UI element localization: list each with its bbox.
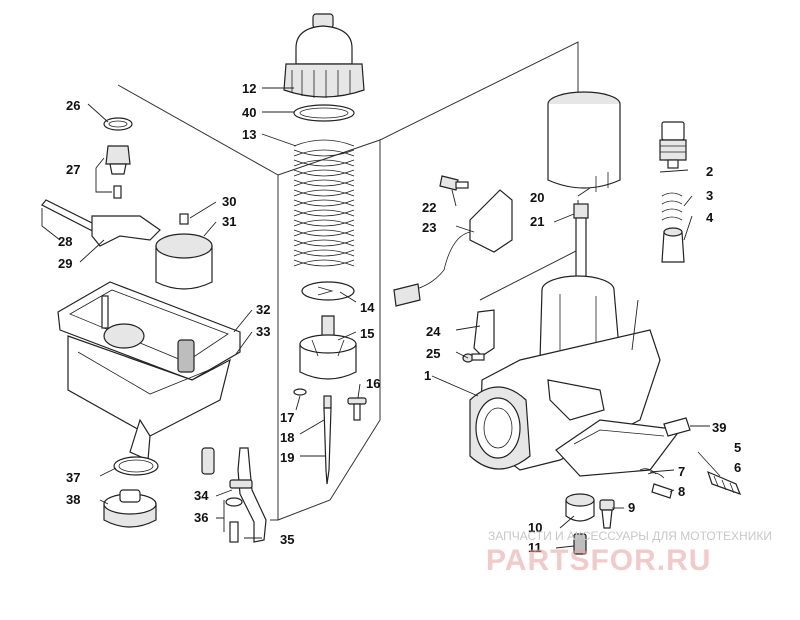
cable-adjuster (573, 203, 589, 279)
needle-jet-10-11 (565, 493, 595, 555)
drain-hose (225, 447, 267, 543)
cap-o-ring (293, 104, 355, 122)
air-screw-7-8 (639, 468, 673, 499)
callout-12: 12 (242, 81, 256, 96)
throttle-stop-screw (439, 175, 469, 191)
callout-8: 8 (678, 484, 685, 499)
needle-retainer-plate (301, 281, 355, 301)
callout-3: 3 (706, 188, 713, 203)
main-jet-9 (599, 499, 615, 529)
callout-2: 2 (706, 164, 713, 179)
callout-11: 11 (528, 540, 542, 555)
jet-needle (293, 388, 332, 485)
idle-screw-5-6 (697, 451, 742, 496)
callout-4: 4 (706, 210, 714, 225)
callout-24: 24 (426, 324, 441, 339)
slide-screw (347, 397, 367, 421)
pilot-jet-assembly (103, 117, 133, 199)
callout-39: 39 (712, 420, 726, 435)
bracket-24 (473, 309, 495, 357)
carburetor-body (469, 275, 682, 477)
watermark: ЗАПЧАСТИ И АКСЕССУАРЫ ДЛЯ МОТОТЕХНИКИ PA… (486, 529, 772, 577)
carb-cap (283, 13, 365, 98)
callout-14: 14 (360, 300, 375, 315)
callout-30: 30 (222, 194, 236, 209)
slide-group-frame (277, 139, 381, 521)
callout-33: 33 (256, 324, 270, 339)
callout-7: 7 (678, 464, 685, 479)
callout-31: 31 (222, 214, 236, 229)
float-bowl (57, 281, 241, 475)
throttle-slide-holder (299, 315, 357, 380)
callout-38: 38 (66, 492, 80, 507)
callout-9: 9 (628, 500, 635, 515)
callout-15: 15 (360, 326, 374, 341)
callout-29: 29 (58, 256, 72, 271)
callout-6: 6 (734, 460, 741, 475)
float (155, 213, 213, 290)
main-body-frame (379, 41, 579, 141)
callout-16: 16 (366, 376, 380, 391)
callout-37: 37 (66, 470, 80, 485)
callout-28: 28 (58, 234, 72, 249)
callout-34: 34 (194, 488, 209, 503)
slide-sleeve (547, 91, 621, 192)
callout-20: 20 (530, 190, 544, 205)
watermark-tagline: ЗАПЧАСТИ И АКСЕССУАРЫ ДЛЯ МОТОТЕХНИКИ (488, 529, 772, 543)
drain-plug (103, 489, 157, 528)
slide-spring (293, 139, 355, 267)
watermark-logo: PARTSFOR.RU (486, 544, 711, 577)
callout-18: 18 (280, 430, 294, 445)
callout-23: 23 (422, 220, 436, 235)
float-pin-and-arm (41, 199, 161, 247)
float-bowl-frame (117, 84, 279, 521)
callout-10: 10 (528, 520, 542, 535)
callout-labels: 1 2 3 4 5 6 7 8 9 10 11 12 13 14 15 16 1… (58, 81, 741, 555)
callout-36: 36 (194, 510, 208, 525)
callout-21: 21 (530, 214, 544, 229)
callout-32: 32 (256, 302, 270, 317)
screw-39 (663, 417, 691, 437)
choke-plunger (659, 121, 687, 263)
callout-19: 19 (280, 450, 294, 465)
leader-lines (41, 87, 710, 549)
callout-22: 22 (422, 200, 436, 215)
callout-40: 40 (242, 105, 256, 120)
screw-25 (462, 353, 485, 363)
callout-27: 27 (66, 162, 80, 177)
callout-1: 1 (424, 368, 431, 383)
callout-35: 35 (280, 532, 294, 547)
callout-17: 17 (280, 410, 294, 425)
callout-5: 5 (734, 440, 741, 455)
callout-26: 26 (66, 98, 80, 113)
callout-13: 13 (242, 127, 256, 142)
callout-25: 25 (426, 346, 440, 361)
throttle-sensor (393, 189, 513, 307)
bowl-gasket-ring (113, 456, 159, 476)
